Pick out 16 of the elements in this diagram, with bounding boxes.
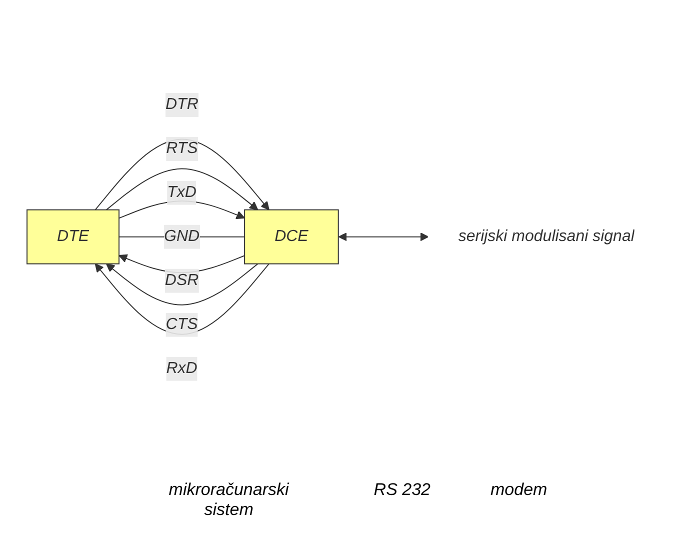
caption-label: RS 232: [374, 480, 430, 501]
edge-label: GND: [164, 228, 200, 245]
caption-label: modem: [490, 480, 548, 501]
node-box: DTE: [26, 209, 120, 264]
edge-label: CTS: [166, 316, 198, 333]
node-text: serijski modulisani signal: [458, 228, 634, 245]
edge-label: DTR: [165, 96, 198, 114]
edge-label: TxD: [166, 184, 196, 201]
arrow: [106, 263, 258, 306]
edge-label: RTS: [166, 140, 198, 158]
edge-label: DSR: [164, 272, 198, 289]
edge-label: RxD: [166, 360, 198, 377]
arrow: [106, 168, 258, 210]
arrow: [338, 232, 429, 242]
caption-label: mikroračunarski sistem: [168, 480, 290, 520]
node-box: DCE: [244, 209, 339, 264]
